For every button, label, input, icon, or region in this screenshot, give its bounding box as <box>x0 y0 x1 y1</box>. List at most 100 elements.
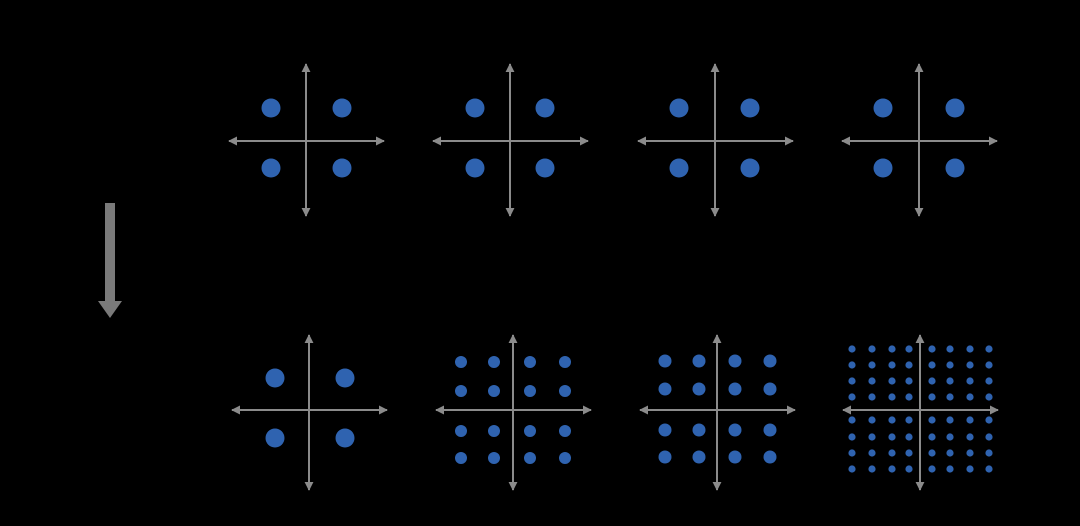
constellation-point <box>848 361 856 369</box>
constellation-point <box>946 449 954 457</box>
constellation-point <box>905 361 913 369</box>
constellation-point <box>873 98 893 118</box>
constellation-point <box>524 452 536 464</box>
constellation-point <box>728 450 742 464</box>
constellation-point <box>928 416 936 424</box>
constellation-point <box>261 98 281 118</box>
constellation-point <box>966 377 974 385</box>
constellation-point <box>658 382 672 396</box>
constellation-point <box>261 158 281 178</box>
constellation-point <box>692 450 706 464</box>
constellation-point <box>848 465 856 473</box>
constellation-point <box>985 361 993 369</box>
constellation-point <box>740 98 760 118</box>
constellation-point <box>966 465 974 473</box>
constellation-point <box>928 345 936 353</box>
constellation-qpsk-row1-col4 <box>841 63 998 217</box>
constellation-point <box>488 385 500 397</box>
constellation-point <box>985 377 993 385</box>
constellation-point <box>465 158 485 178</box>
constellation-point <box>888 361 896 369</box>
constellation-point <box>966 345 974 353</box>
constellation-point <box>966 433 974 441</box>
constellation-point <box>928 377 936 385</box>
constellation-point <box>868 465 876 473</box>
constellation-point <box>848 393 856 401</box>
constellation-point <box>905 416 913 424</box>
constellation-qpsk-row1-col3 <box>637 63 794 217</box>
constellation-qpsk-row1-col2 <box>432 63 589 217</box>
constellation-point <box>868 345 876 353</box>
constellation-point <box>332 158 352 178</box>
constellation-point <box>946 416 954 424</box>
constellation-point <box>966 449 974 457</box>
constellation-point <box>740 158 760 178</box>
constellation-point <box>928 393 936 401</box>
constellation-point <box>985 393 993 401</box>
constellation-point <box>669 158 689 178</box>
constellation-point <box>945 98 965 118</box>
constellation-point <box>888 416 896 424</box>
constellation-point <box>868 449 876 457</box>
constellation-point <box>455 356 467 368</box>
constellation-point <box>928 449 936 457</box>
constellation-point <box>763 382 777 396</box>
constellation-point <box>946 345 954 353</box>
constellation-point <box>488 356 500 368</box>
constellation-point <box>928 361 936 369</box>
constellation-point <box>335 368 355 388</box>
constellation-point <box>728 423 742 437</box>
constellation-point <box>868 377 876 385</box>
constellation-point <box>966 416 974 424</box>
constellation-point <box>868 393 876 401</box>
constellation-point <box>488 425 500 437</box>
constellation-point <box>692 354 706 368</box>
constellation-point <box>946 361 954 369</box>
constellation-point <box>465 98 485 118</box>
constellation-point <box>658 354 672 368</box>
constellation-qam16-row2-col3 <box>639 334 796 491</box>
constellation-point <box>488 452 500 464</box>
constellation-point <box>332 98 352 118</box>
constellation-point <box>455 385 467 397</box>
constellation-point <box>985 433 993 441</box>
constellation-point <box>535 158 555 178</box>
constellation-point <box>905 465 913 473</box>
constellation-point <box>888 465 896 473</box>
constellation-point <box>763 354 777 368</box>
constellation-point <box>905 377 913 385</box>
constellation-qam64-row2-col4 <box>842 334 999 491</box>
constellation-point <box>928 465 936 473</box>
constellation-point <box>455 425 467 437</box>
constellation-point <box>455 452 467 464</box>
constellation-point <box>945 158 965 178</box>
constellation-point <box>873 158 893 178</box>
constellation-point <box>524 356 536 368</box>
constellation-point <box>946 465 954 473</box>
constellation-point <box>888 345 896 353</box>
constellation-point <box>868 416 876 424</box>
constellation-point <box>905 433 913 441</box>
constellation-point <box>888 433 896 441</box>
constellation-point <box>888 393 896 401</box>
constellation-point <box>888 449 896 457</box>
constellation-point <box>669 98 689 118</box>
constellation-point <box>763 423 777 437</box>
constellation-point <box>888 377 896 385</box>
constellation-point <box>559 385 571 397</box>
constellation-qpsk-row2-col1 <box>231 334 388 491</box>
constellation-point <box>658 450 672 464</box>
constellation-point <box>848 416 856 424</box>
constellation-point <box>905 345 913 353</box>
constellation-point <box>985 345 993 353</box>
constellation-point <box>692 423 706 437</box>
constellation-point <box>763 450 777 464</box>
constellation-point <box>966 393 974 401</box>
constellation-point <box>535 98 555 118</box>
constellation-point <box>848 433 856 441</box>
constellation-qpsk-row1-col1 <box>228 63 385 217</box>
constellation-point <box>905 449 913 457</box>
constellation-point <box>966 361 974 369</box>
